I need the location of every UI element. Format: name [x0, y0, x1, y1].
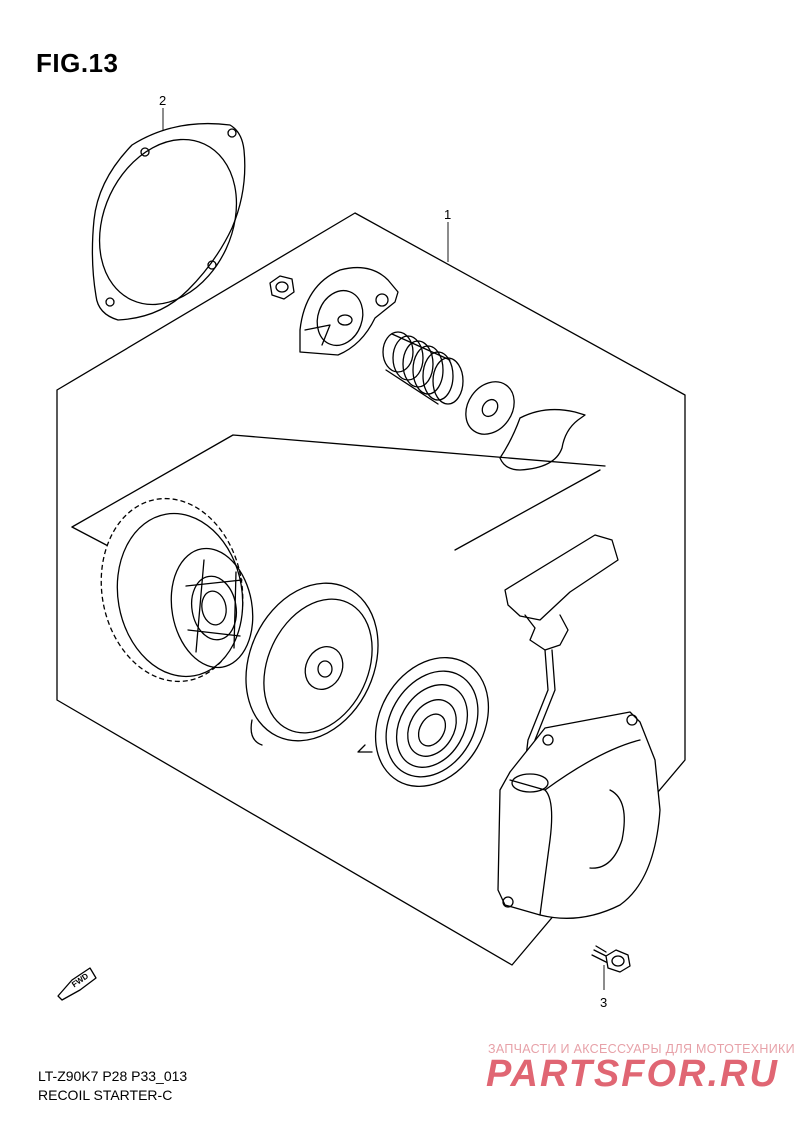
watermark-logo: PARTSFOR.RU — [486, 1053, 779, 1095]
figure-title: FIG.13 — [36, 48, 119, 78]
callout-2: 2 — [159, 93, 167, 108]
drive-gear-part — [100, 497, 254, 683]
reel-part — [245, 582, 379, 746]
recoil-spring-part — [357, 656, 490, 788]
ratchet-plate-part — [299, 266, 399, 356]
callout-1: 1 — [444, 207, 452, 222]
washer-part — [465, 381, 515, 435]
model-code: LT-Z90K7 P28 P33_013 — [38, 1068, 188, 1084]
section-name: RECOIL STARTER-C — [38, 1087, 173, 1103]
spring-part — [382, 331, 464, 405]
callout-3: 3 — [600, 995, 608, 1010]
bolt-part-3 — [591, 945, 631, 973]
wire-clip-part — [499, 408, 586, 471]
fwd-arrow-icon: FWD — [57, 967, 97, 1001]
assembly-outline — [56, 212, 686, 966]
watermark-tagline: ЗАПЧАСТИ И АКСЕССУАРЫ ДЛЯ МОТОТЕХНИКИ — [488, 1042, 795, 1056]
starter-case-part — [497, 711, 661, 919]
gasket-part-2 — [91, 122, 246, 321]
nut-part — [269, 275, 295, 300]
